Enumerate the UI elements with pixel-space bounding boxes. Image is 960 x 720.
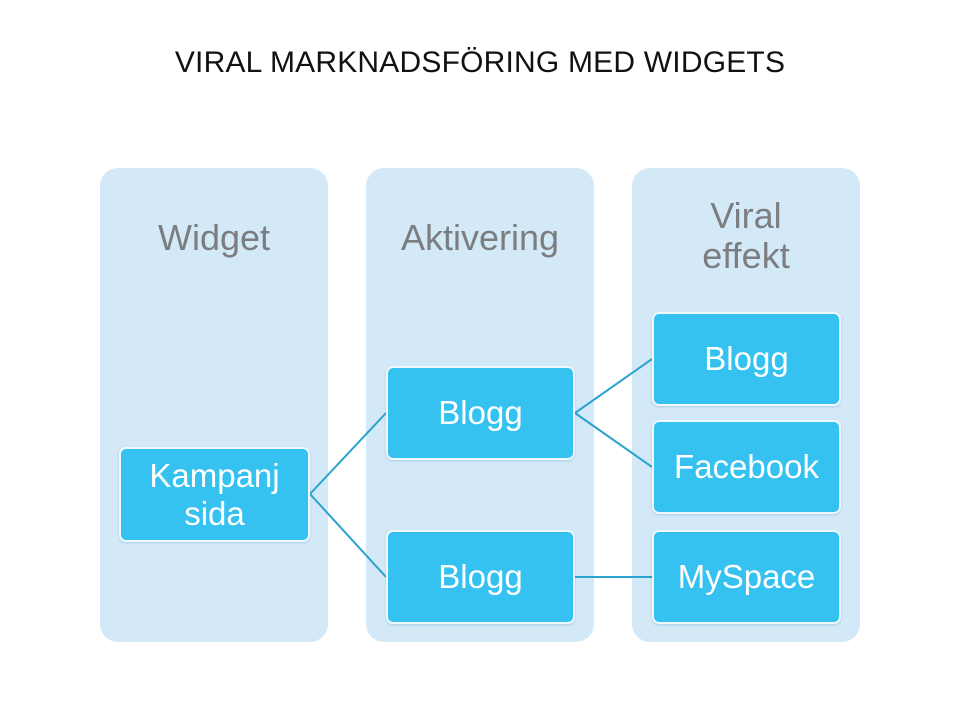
node-blogg-top: Blogg [386,366,575,460]
node-viral-myspace: MySpace [652,530,841,624]
diagram-title: VIRAL MARKNADSFÖRING MED WIDGETS [174,46,786,79]
column-title-line-2: effekt [702,235,790,276]
column-title-line-1: Viral [710,195,782,236]
node-kampanj-line-2: sida [184,494,245,532]
column-title-viral-effekt: Viral effekt [632,196,860,276]
column-widget: Widget [100,168,328,642]
node-kampanj-sida: Kampanj sida [119,447,310,542]
node-viral-blogg: Blogg [652,312,841,406]
node-blogg-bottom: Blogg [386,530,575,624]
column-title-widget: Widget [157,217,271,258]
node-kampanj-line-1: Kampanj [149,456,280,494]
node-viral-facebook: Facebook [652,420,841,514]
column-title-aktivering: Aktivering [400,217,560,258]
